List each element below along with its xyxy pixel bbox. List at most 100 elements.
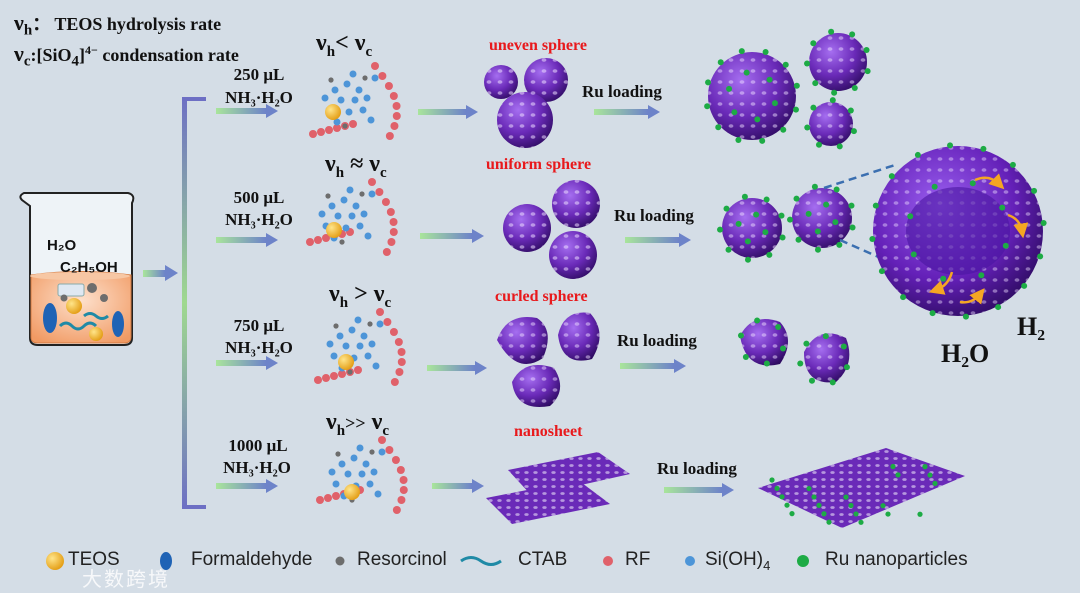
uneven-spheres-ru: [708, 33, 867, 146]
si-oh4-dot: [332, 480, 340, 488]
si-oh4-dot: [334, 212, 342, 220]
flow-arrow: [432, 483, 472, 489]
flow-arrowhead: [475, 361, 487, 375]
si-oh4-dot: [318, 210, 326, 218]
legend-icons: [46, 552, 809, 570]
rf-dot: [381, 198, 390, 206]
ru-particle: [929, 310, 936, 317]
ru-particle: [1021, 282, 1028, 289]
blue-dot-icon: [685, 556, 695, 566]
green-dot-icon: [797, 555, 809, 567]
rf-dot: [324, 494, 332, 502]
ru-particle: [1031, 187, 1038, 194]
rf-dot: [386, 208, 395, 216]
row3-volume: 750 μL: [233, 316, 285, 335]
ru-particle: [840, 343, 847, 350]
flow-arrowhead: [266, 356, 278, 370]
resorcinol-dot: [333, 323, 339, 329]
ru-particle: [784, 502, 790, 508]
si-oh4-dot: [368, 190, 376, 198]
si-oh4-dot: [342, 224, 350, 232]
ru-particle: [735, 220, 742, 227]
rf-dot: [396, 466, 405, 474]
si-oh4-dot: [330, 352, 338, 360]
ru-particle: [759, 137, 766, 144]
nanosheets: [486, 452, 630, 524]
ru-particle: [853, 511, 859, 517]
rf-dot: [317, 128, 325, 136]
ru-particle: [999, 204, 1006, 211]
rf-dot: [322, 234, 330, 242]
rf-dot: [375, 188, 384, 196]
ru-particle: [787, 216, 794, 223]
si-oh4-dot: [366, 480, 374, 488]
ru-particle: [829, 97, 836, 104]
ru-particle: [779, 234, 786, 241]
ru-particle: [848, 202, 855, 209]
rf-dot: [389, 328, 398, 336]
ru-particle: [821, 511, 827, 517]
ru-particle: [816, 502, 822, 508]
rf-dot: [368, 178, 376, 186]
resorcinol-dot: [328, 77, 334, 83]
row3-reagent: NH₃·H₂O: [225, 338, 293, 357]
vc-symbol: ν: [14, 41, 24, 66]
rf-dot: [391, 456, 400, 464]
row1-relation-symbol: <: [335, 30, 349, 56]
ru-particle: [863, 46, 870, 53]
ru-particle: [782, 61, 789, 68]
rf-dot: [385, 132, 394, 140]
ru-particle: [910, 251, 917, 258]
si-oh4-dot: [349, 70, 357, 78]
ru-particle: [737, 332, 744, 339]
ru-particle: [762, 49, 769, 56]
ru-particle: [810, 40, 817, 47]
row2-volume: 500 μL: [233, 188, 285, 207]
ru-particle: [717, 59, 724, 66]
rf-dot: [397, 358, 406, 366]
rf-dot: [389, 92, 398, 100]
row1-reagent: NH₃·H₂O: [225, 88, 293, 107]
rf-dot: [378, 436, 386, 444]
si-oh4-dot: [360, 332, 368, 340]
row2-morphology: uniform sphere: [486, 156, 592, 173]
reactant-label: H₂O: [941, 339, 990, 368]
si-oh4-dot: [376, 320, 384, 328]
ru-particle: [795, 236, 802, 243]
si-oh4-dot: [333, 118, 341, 126]
rf-dot: [389, 218, 398, 226]
beaker-arrow: [143, 265, 178, 281]
legend-resorcinol: Resorcinol: [357, 549, 447, 570]
si-oh4-dot: [364, 352, 372, 360]
rf-dot: [389, 228, 398, 236]
resorcinol-dot: [339, 239, 345, 245]
flow-arrow: [427, 365, 475, 371]
flow-arrowhead: [648, 105, 660, 119]
rf-dot: [387, 238, 396, 246]
row4-reagent: NH₃·H₂O: [223, 458, 291, 477]
ru-particle: [823, 201, 830, 208]
rf-dot: [332, 492, 340, 500]
ru-particle: [978, 272, 985, 279]
legend-ctab: CTAB: [518, 549, 568, 570]
ru-particle: [995, 304, 1002, 311]
ru-particle: [804, 60, 811, 67]
ru-particle: [705, 79, 712, 86]
flow-arrows: [216, 104, 734, 497]
ru-particle: [771, 100, 778, 107]
rf-dot: [338, 370, 346, 378]
teos-sphere: [344, 484, 360, 500]
ru-particle: [763, 196, 770, 203]
ru-particle: [735, 136, 742, 143]
row1-volume: 250 μL: [233, 65, 285, 84]
ru-particle: [907, 213, 914, 220]
si-oh4-dot: [363, 94, 371, 102]
row4-volume: 1000 μL: [228, 436, 288, 455]
si-oh4-dot: [350, 454, 358, 462]
ru-particle: [969, 180, 976, 187]
ru-particle: [766, 251, 773, 258]
si-oh4-dot: [343, 80, 351, 88]
rf-dot: [306, 238, 314, 246]
vh-definition: νh： TEOS hydrolysis rate: [14, 10, 221, 40]
resorcinol-dot: [335, 451, 341, 457]
